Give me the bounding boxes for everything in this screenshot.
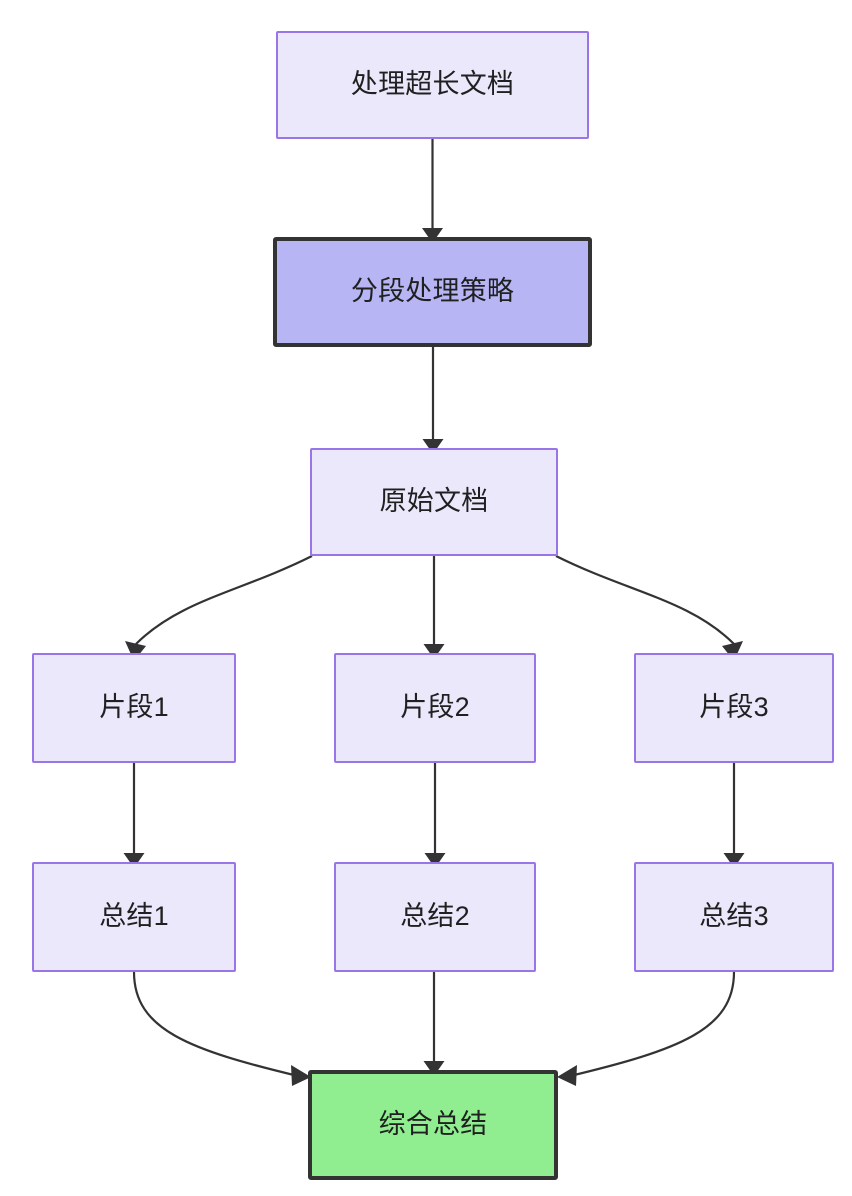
edge-sum3-to-final xyxy=(569,971,736,1078)
arrowhead-e2 xyxy=(422,439,444,454)
node-label-sum3: 总结3 xyxy=(699,901,769,931)
arrowhead-e6 xyxy=(123,853,145,868)
arrowhead-e3 xyxy=(125,641,146,661)
arrowhead-e1 xyxy=(422,228,443,243)
node-box-strat[interactable] xyxy=(273,237,592,347)
node-doc[interactable]: 处理超长文档 xyxy=(276,31,589,139)
node-box-sum3[interactable] xyxy=(634,862,834,972)
arrowhead-e9 xyxy=(291,1065,311,1086)
edge-sum1-to-final xyxy=(132,971,299,1078)
arrowhead-e11 xyxy=(557,1065,577,1086)
arrowhead-e5 xyxy=(722,641,743,661)
node-sum2[interactable]: 总结2 xyxy=(334,862,536,972)
edge-orig-to-frag1 xyxy=(135,555,313,645)
node-frag1[interactable]: 片段1 xyxy=(32,653,236,763)
node-box-frag3[interactable] xyxy=(634,653,834,763)
node-label-sum2: 总结2 xyxy=(400,901,470,931)
node-label-orig: 原始文档 xyxy=(380,486,489,516)
arrowhead-e4 xyxy=(423,644,445,659)
arrowhead-e10 xyxy=(423,1061,445,1076)
edges-layer xyxy=(132,139,736,1078)
node-label-frag3: 片段3 xyxy=(699,692,769,722)
node-label-sum1: 总结1 xyxy=(99,901,169,931)
node-box-frag1[interactable] xyxy=(32,653,236,763)
node-orig[interactable]: 原始文档 xyxy=(310,448,558,556)
node-final[interactable]: 综合总结 xyxy=(308,1070,558,1180)
arrowheads-layer xyxy=(123,228,745,1086)
node-box-sum2[interactable] xyxy=(334,862,536,972)
node-box-orig[interactable] xyxy=(310,448,558,556)
node-box-frag2[interactable] xyxy=(334,653,536,763)
node-label-final: 综合总结 xyxy=(379,1109,488,1139)
edge-orig-to-frag3 xyxy=(555,555,735,645)
node-box-final[interactable] xyxy=(308,1070,558,1180)
node-label-frag2: 片段2 xyxy=(400,692,470,722)
node-label-doc: 处理超长文档 xyxy=(351,69,514,99)
node-sum1[interactable]: 总结1 xyxy=(32,862,236,972)
node-box-sum1[interactable] xyxy=(32,862,236,972)
node-label-strat: 分段处理策略 xyxy=(351,276,514,306)
node-frag2[interactable]: 片段2 xyxy=(334,653,536,763)
node-label-frag1: 片段1 xyxy=(99,692,169,722)
node-strat[interactable]: 分段处理策略 xyxy=(273,237,592,347)
arrowhead-e8 xyxy=(723,853,745,868)
node-box-doc[interactable] xyxy=(276,31,589,139)
node-frag3[interactable]: 片段3 xyxy=(634,653,834,763)
node-sum3[interactable]: 总结3 xyxy=(634,862,834,972)
arrowhead-e7 xyxy=(424,853,446,868)
